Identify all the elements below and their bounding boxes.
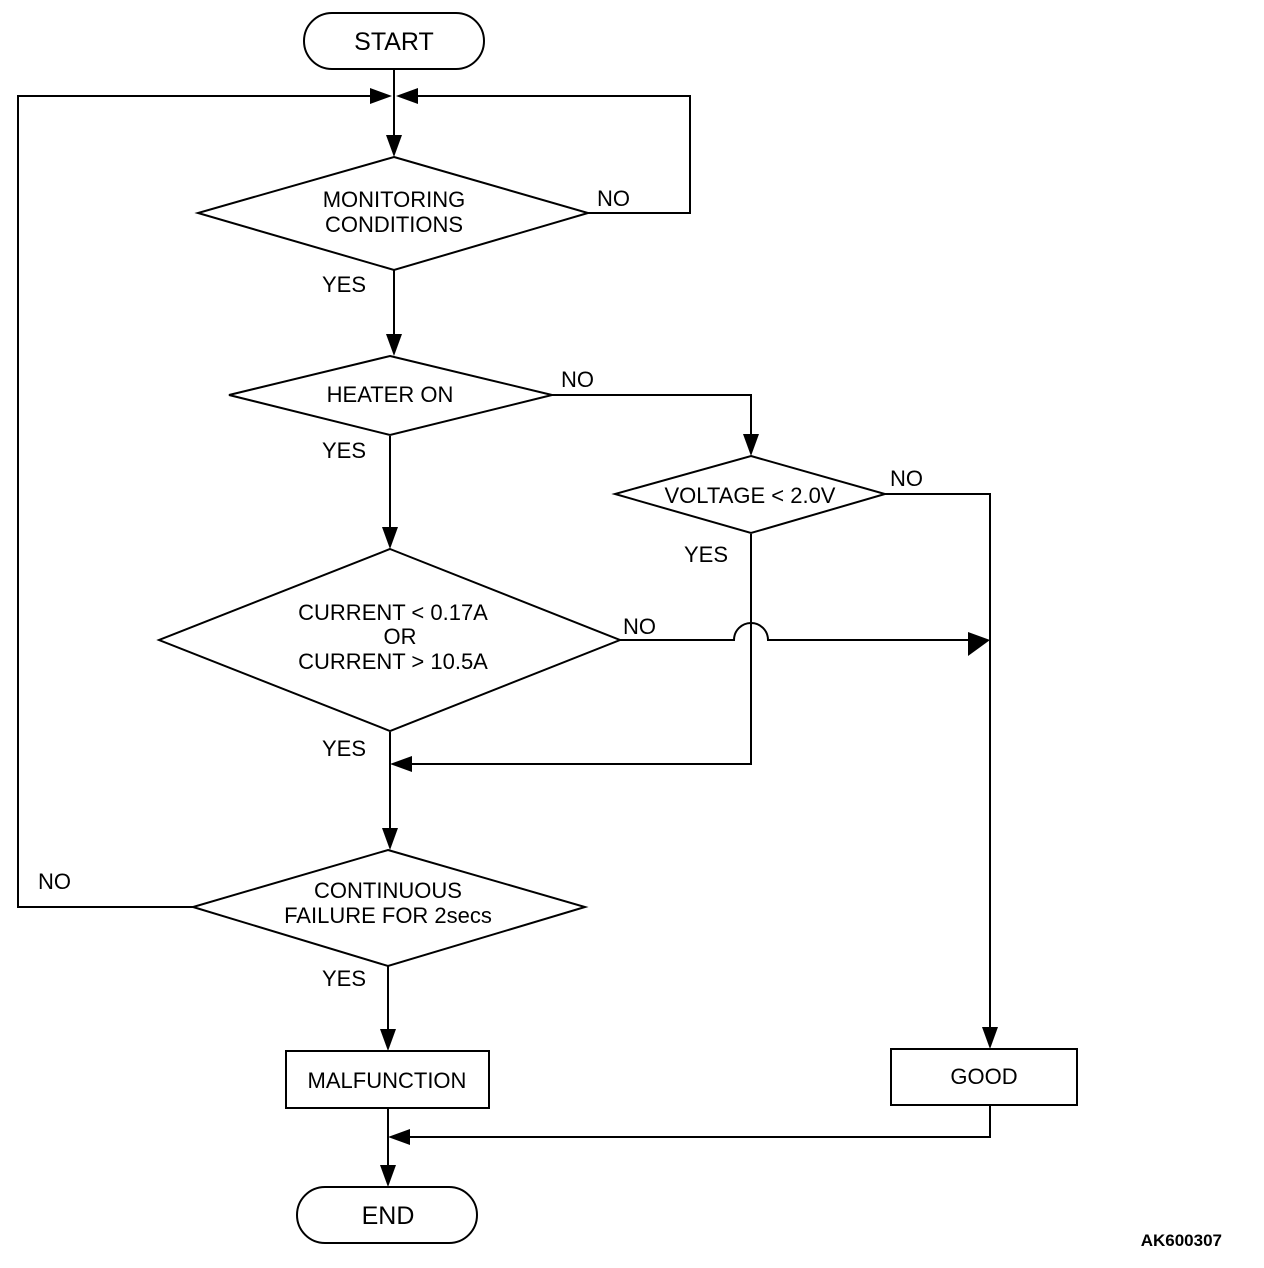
start-terminal [303, 12, 485, 70]
start-label: START [354, 28, 434, 56]
heater-yes-label: YES [322, 438, 366, 463]
arrowhead-to-malfunction [380, 1029, 396, 1051]
arrowhead-right-loop [396, 88, 418, 104]
current-label-line-3: CURRENT > 10.5A [298, 649, 488, 674]
heater-no-label: NO [561, 367, 594, 392]
connector-heater-no [552, 394, 752, 438]
current-yes-label: YES [322, 736, 366, 761]
continuous-label-line-2: FAILURE FOR 2secs [284, 903, 492, 928]
continuous-yes-label: YES [322, 966, 366, 991]
current-no-label: NO [623, 614, 656, 639]
arrowhead-to-voltage [743, 434, 759, 456]
malfunction-label: MALFUNCTION [308, 1068, 467, 1093]
current-label-line-1: CURRENT < 0.17A [298, 600, 488, 625]
voltage-no-label: NO [890, 466, 923, 491]
monitoring-decision [194, 155, 592, 272]
arrowhead-to-end [380, 1165, 396, 1187]
voltage-decision [611, 454, 889, 535]
arrowhead-to-current [382, 527, 398, 549]
continuous-no-label: NO [38, 869, 71, 894]
arrowhead-to-heater [386, 334, 402, 356]
current-label-line-2: OR [384, 624, 417, 649]
monitoring-yes-label: YES [322, 272, 366, 297]
continuous-label-line-1: CONTINUOUS [314, 878, 462, 903]
good-box [890, 1048, 1078, 1106]
connector-continuous-no-loop [17, 95, 372, 908]
end-label: END [362, 1202, 415, 1230]
heater-decision [228, 354, 553, 437]
heater-label: HEATER ON [327, 382, 454, 407]
current-decision [156, 547, 623, 733]
connector-voltage-yes [410, 534, 752, 765]
arrowhead-to-continuous [382, 828, 398, 850]
connector-monitoring-no-loop [416, 95, 691, 214]
end-terminal [296, 1186, 478, 1244]
arrowhead-merge-to-continuous-path [390, 756, 412, 772]
voltage-label: VOLTAGE < 2.0V [665, 483, 836, 508]
continuous-decision [189, 848, 589, 968]
arrowhead-good-merge [388, 1129, 410, 1145]
connector-current-no [620, 622, 970, 641]
malfunction-box [285, 1050, 490, 1109]
monitoring-label-line-1: MONITORING [323, 187, 466, 212]
voltage-yes-label: YES [684, 542, 728, 567]
arrowhead-to-good [982, 1027, 998, 1049]
figure-code: AK600307 [1141, 1231, 1222, 1250]
monitoring-no-label: NO [597, 186, 630, 211]
good-label: GOOD [950, 1064, 1017, 1089]
connector-good-to-end [408, 1105, 991, 1138]
connector-voltage-no [885, 493, 991, 1030]
arrowhead-current-no [968, 632, 990, 656]
arrowhead-left-loop [370, 88, 392, 104]
arrowhead-to-monitoring [386, 135, 402, 157]
monitoring-label-line-2: CONDITIONS [325, 212, 463, 237]
